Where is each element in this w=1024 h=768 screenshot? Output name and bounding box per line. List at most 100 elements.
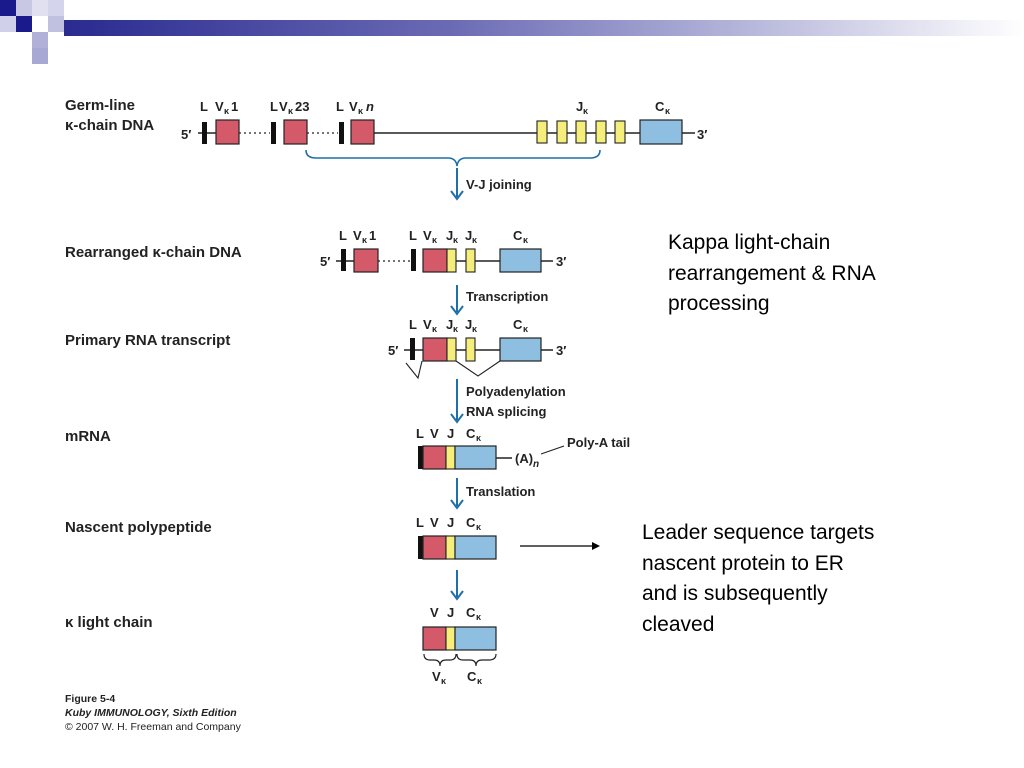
brace-vk-sub: κ: [441, 676, 447, 686]
germline-v1-num: 1: [231, 99, 238, 114]
nascent-polypeptide: L V J C κ: [416, 515, 497, 560]
germline-vn-sub: κ: [358, 106, 364, 116]
brace-ck-label: C: [467, 669, 477, 684]
rearranged-v1-num: 1: [369, 228, 376, 243]
primary-leader: [410, 338, 415, 360]
row-label-rearranged: Rearranged κ-chain DNA: [65, 244, 242, 261]
germline-leader-23: [271, 122, 276, 144]
primary-3prime: 3′: [556, 343, 566, 358]
arrow-polyadenylation: Polyadenylation RNA splicing: [450, 379, 566, 424]
germline-jk1: [536, 120, 548, 144]
nascent-v-segment: [422, 535, 447, 560]
rearranged-ck-segment: [499, 248, 542, 273]
germline-v1-label: V: [215, 99, 224, 114]
primary-j1-label: J: [446, 317, 453, 332]
germline-jk2: [556, 120, 568, 144]
rearranged-5prime: 5′: [320, 254, 330, 269]
mrna: (A) n Poly-A tail L V J C κ: [416, 426, 630, 470]
kappa-note-line1: Kappa light-chain: [668, 231, 831, 254]
germline-c-label: C: [655, 99, 665, 114]
primary-5prime: 5′: [388, 343, 398, 358]
germline-l1-label: L: [200, 99, 208, 114]
mrna-poly-a-sub: n: [533, 459, 539, 470]
primary-j2-segment: [465, 337, 476, 362]
light-chain-j-label: J: [447, 605, 454, 620]
primary-v-segment: [422, 337, 448, 362]
germline-v23-num: 23: [295, 99, 309, 114]
corner-square-light-4: [0, 16, 16, 32]
leader-note-line3: and is subsequently: [642, 582, 828, 605]
nascent-v-label: V: [430, 515, 439, 530]
leader-note-line2: nascent protein to ER: [642, 551, 844, 575]
light-chain-v-label: V: [430, 605, 439, 620]
corner-square-light-6: [48, 16, 64, 32]
rearranged-v1-sub: κ: [362, 235, 368, 245]
germline-jk5: [614, 120, 626, 144]
arrow-translation: Translation: [450, 478, 535, 510]
germline-jk4: [595, 120, 607, 144]
germline-c-sub: κ: [665, 106, 671, 116]
rearranged-3prime: 3′: [556, 254, 566, 269]
light-chain-c-segment: [454, 626, 497, 651]
germline-jk3: [575, 120, 587, 144]
rearranged-vj-j-segment: [446, 248, 457, 273]
caption-copyright: © 2007 W. H. Freeman and Company: [65, 721, 241, 733]
germline-vk1-segment: [215, 119, 240, 145]
germline-j-label: J: [576, 99, 583, 114]
germline-j-sub: κ: [583, 106, 589, 116]
arrow-vj-joining: V-J joining: [450, 168, 532, 201]
row-label-mrna: mRNA: [65, 428, 111, 445]
primary-splice-intron: [455, 360, 501, 377]
brace-ck-sub: κ: [477, 676, 483, 686]
rearranged-j2-segment: [465, 248, 476, 273]
step-transcription: Transcription: [466, 289, 548, 304]
mrna-v-label: V: [430, 426, 439, 441]
rearranged-leader-1: [341, 249, 346, 271]
germline-l23-label: L: [270, 99, 278, 114]
rearranged-l1-label: L: [339, 228, 347, 243]
primary-l-label: L: [409, 317, 417, 332]
primary-ck-segment: [499, 337, 542, 362]
germline-v23-label: V: [279, 99, 288, 114]
mrna-j-label: J: [447, 426, 454, 441]
corner-square-light-2: [32, 0, 48, 16]
rearranged-v1-label: V: [353, 228, 362, 243]
rearranged-j1-label: J: [446, 228, 453, 243]
nascent-l-label: L: [416, 515, 424, 530]
mrna-c-label: C: [466, 426, 476, 441]
leader-note-line1: Leader sequence targets: [642, 521, 875, 544]
rearranged-leader-2: [411, 249, 416, 271]
germline-label-line2: κ-chain DNA: [65, 117, 155, 134]
germline-3prime: 3′: [697, 127, 707, 142]
rearranged-j1-sub: κ: [453, 235, 459, 245]
leader-pointer-arrow: [520, 542, 600, 550]
light-chain-v-segment: [422, 626, 447, 651]
germline-vk23-segment: [283, 119, 308, 145]
corner-square-dark-2: [16, 16, 32, 32]
mrna-leader: [418, 446, 423, 469]
corner-square-light-3: [48, 0, 64, 16]
brace-vk: [423, 653, 457, 667]
mrna-v-segment: [422, 445, 447, 470]
primary-transcript: 5′ 3′ L V κ J κ J κ C κ: [388, 317, 566, 380]
light-chain-j-segment: [445, 626, 456, 651]
rearranged-j2-label: J: [465, 228, 472, 243]
primary-c-sub: κ: [523, 324, 529, 334]
germline-dna: 5′ 3′ L V κ 1 L V κ 23 L V κ n J κ C κ: [181, 99, 707, 167]
rearranged-dna: 5′ 3′ L V κ 1 L V κ J κ J κ C κ: [320, 228, 566, 273]
nascent-leader: [418, 536, 423, 559]
rearranged-v2-label: V: [423, 228, 432, 243]
step-vj-joining: V-J joining: [466, 177, 532, 192]
primary-j1-sub: κ: [453, 324, 459, 334]
step-rna-splicing: RNA splicing: [466, 404, 546, 419]
row-label-germline: Germ-line κ-chain DNA: [65, 96, 154, 136]
primary-j2-label: J: [465, 317, 472, 332]
mrna-poly-a: (A): [515, 451, 533, 466]
rearranged-vk1-segment: [353, 248, 379, 273]
primary-v-label: V: [423, 317, 432, 332]
germline-5prime: 5′: [181, 127, 191, 142]
primary-c-label: C: [513, 317, 523, 332]
germline-leader-n: [339, 122, 344, 144]
germline-vkn-segment: [350, 119, 375, 145]
